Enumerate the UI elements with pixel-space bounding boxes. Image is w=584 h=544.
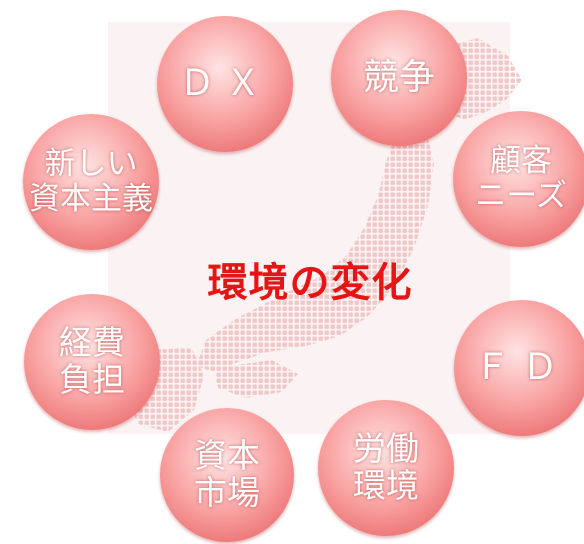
factor-label-line2: 負担 <box>59 360 125 399</box>
factor-label-line1: 新しい <box>44 146 138 183</box>
factor-label-line2: ニーズ <box>475 178 567 214</box>
factor-label-line2: 環境 <box>353 466 419 505</box>
factor-bubble-fd: ＦＤ <box>454 300 584 436</box>
factor-bubble-expense-burden: 経費 負担 <box>24 294 160 430</box>
factor-label-line2: 資本主義 <box>29 181 153 217</box>
factor-bubble-customer-needs: 顧客 ニーズ <box>453 111 584 247</box>
factor-label-line1: 経費 <box>59 323 125 363</box>
factor-bubble-capital-market: 資本 市場 <box>160 408 294 542</box>
center-title: 環境の変化 <box>207 259 413 306</box>
factor-label-line2: 市場 <box>194 473 260 512</box>
factor-bubble-new-capitalism: 新しい 資本主義 <box>23 114 159 250</box>
factor-label: 競争 <box>362 56 435 98</box>
factor-label: ＤＸ <box>178 62 271 104</box>
factor-bubble-labor-environment: 労働 環境 <box>318 400 454 536</box>
factor-label-line1: 顧客 <box>490 143 552 180</box>
factor-label-line1: 資本 <box>194 436 260 476</box>
factor-label-line1: 労働 <box>353 429 419 469</box>
factor-bubble-dx: ＤＸ <box>157 16 293 152</box>
map-shikoku <box>214 360 298 398</box>
factor-label: ＦＤ <box>473 346 570 388</box>
map-honshu <box>196 128 434 372</box>
factor-bubble-competition: 競争 <box>331 10 467 146</box>
